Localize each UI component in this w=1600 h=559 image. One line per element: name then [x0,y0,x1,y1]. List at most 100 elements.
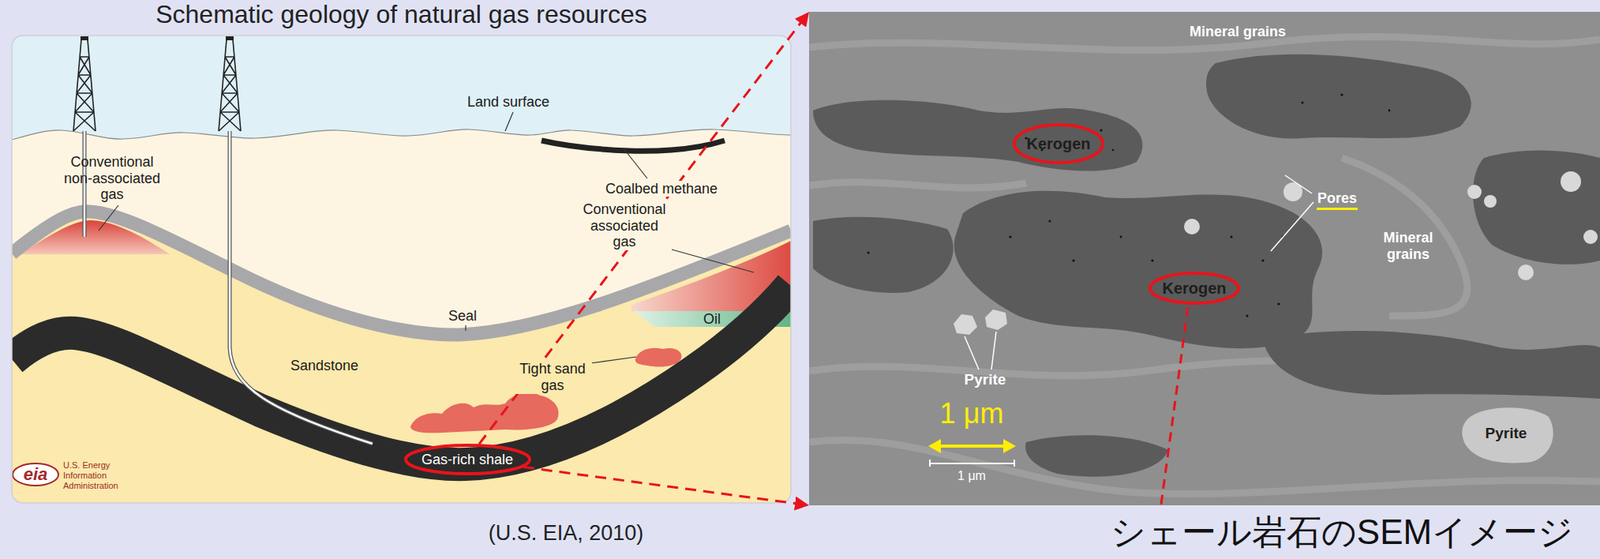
highlight-ellipse: Gas-rich shale [404,443,532,476]
text-holder: Mineral grains [1376,229,1440,263]
text-holder: Conventional non-associated gas [56,153,168,203]
resource-label: Oil [703,311,721,328]
text-holder: Pores [1317,190,1357,207]
illustration-part [505,112,514,132]
underline [1316,207,1358,210]
text-holder: Seal [448,307,477,325]
illustration-part [954,191,1323,349]
illustration-part [928,438,941,454]
ellipse-outline [1150,273,1239,304]
pyrite-grains [953,171,1598,335]
illustration-part [1341,157,1468,316]
derrick [73,36,96,132]
illustration-part [1003,438,1016,454]
panel-title: Schematic geology of natural gas resourc… [155,0,648,29]
image-caption: シェール岩石のSEMイメージ [1110,513,1574,551]
illustration-part [1246,314,1249,318]
illustration-part [1071,258,1075,262]
illustration-part [1206,54,1472,139]
illustration-part [991,331,997,370]
illustration-part [1483,194,1497,208]
derrick [218,36,241,132]
text-holder: Conventional associated gas [577,201,672,251]
layer-label: Land surface [467,93,550,111]
illustration-part [953,314,978,335]
pores [867,93,1391,317]
text-holder: Tight sand gas [513,360,593,394]
text-holder: Land surface [467,93,550,111]
scale-label: 1 μm [940,397,1005,430]
logo-text: U.S. Energy Information Administration [63,460,127,491]
text-holder: Coalbed methane [603,180,720,198]
illustration-part [1049,220,1052,223]
component-label: Pyrite [1485,424,1528,443]
illustration-part [1262,330,1600,399]
text-holder: 1 μm [957,468,986,484]
resource-label: Coalbed methane [603,180,720,198]
illustration-part [1472,150,1600,265]
illustration-part [98,205,119,231]
shale-layer [11,285,791,465]
eia-logo [12,463,59,486]
seal-layer [11,211,791,335]
ellipse-outline [1014,124,1103,163]
text-holder: Pyrite [964,370,1007,389]
pyrite-grain [1461,407,1553,463]
illustration-part [623,148,648,179]
texture [809,36,1600,494]
illustration-part [1467,184,1482,199]
leader-lines [964,175,1314,370]
text-holder: U.S. Energy Information Administration [63,460,127,491]
sky [11,35,791,503]
resource-label: Tight sand gas [513,360,593,394]
layer-name: Gas-rich shale [421,451,514,469]
illustration-part [1517,264,1534,281]
illustration-part [985,309,1008,330]
dashed-connector [523,467,810,506]
text-holder: 1 μm [940,397,1005,430]
illustration-part [1301,101,1304,105]
component-label: Mineral grains [1189,23,1286,41]
scale-arrow [928,438,1016,454]
sem-image-panel: シェール岩石のSEMイメージKerogenKerogen [809,11,1600,506]
well [229,131,373,444]
scale-label: 1 μm [957,468,986,484]
text-holder: Mineral grains [1189,23,1286,41]
text-holder: (U.S. EIA, 2010) [488,520,645,546]
component-label: Pyrite [964,370,1007,389]
resource-label: Conventional associated gas [577,201,672,251]
illustration-part [1285,175,1312,194]
illustration-part [1008,235,1012,238]
illustration-part [1150,258,1154,262]
geology-section [11,35,791,503]
illustration-part [1184,218,1200,235]
component-label: Mineral grains [1376,229,1440,263]
ellipse-outline [405,445,530,474]
logo-text: eia [23,464,49,484]
land-surface-line [11,129,791,140]
illustration-part [939,444,1005,448]
illustration-part [964,336,979,370]
text-holder: Schematic geology of natural gas resourc… [11,0,791,29]
component-name: Kerogen [1161,279,1226,298]
dashed-connector [479,11,810,444]
panel-border [11,35,791,503]
text-holder: eia [23,464,49,484]
layer-label: Seal [448,307,477,325]
illustration-part [1025,434,1169,476]
illustration-part [867,251,870,255]
kerogen [813,54,1600,477]
resource-label: Conventional non-associated gas [56,153,168,203]
illustration-part [1230,236,1233,239]
illustration-part [809,182,1027,188]
component-name: Kerogen [1026,134,1091,154]
coal-bed [541,140,725,151]
illustration-part [1583,229,1598,244]
leader-lines [98,112,754,364]
tight-sand-gas [410,393,559,434]
illustration-part [1277,302,1280,305]
geology-panel: Schematic geology of natural gas resourc… [11,35,791,503]
well [229,131,373,444]
illustration-part [1560,171,1582,192]
